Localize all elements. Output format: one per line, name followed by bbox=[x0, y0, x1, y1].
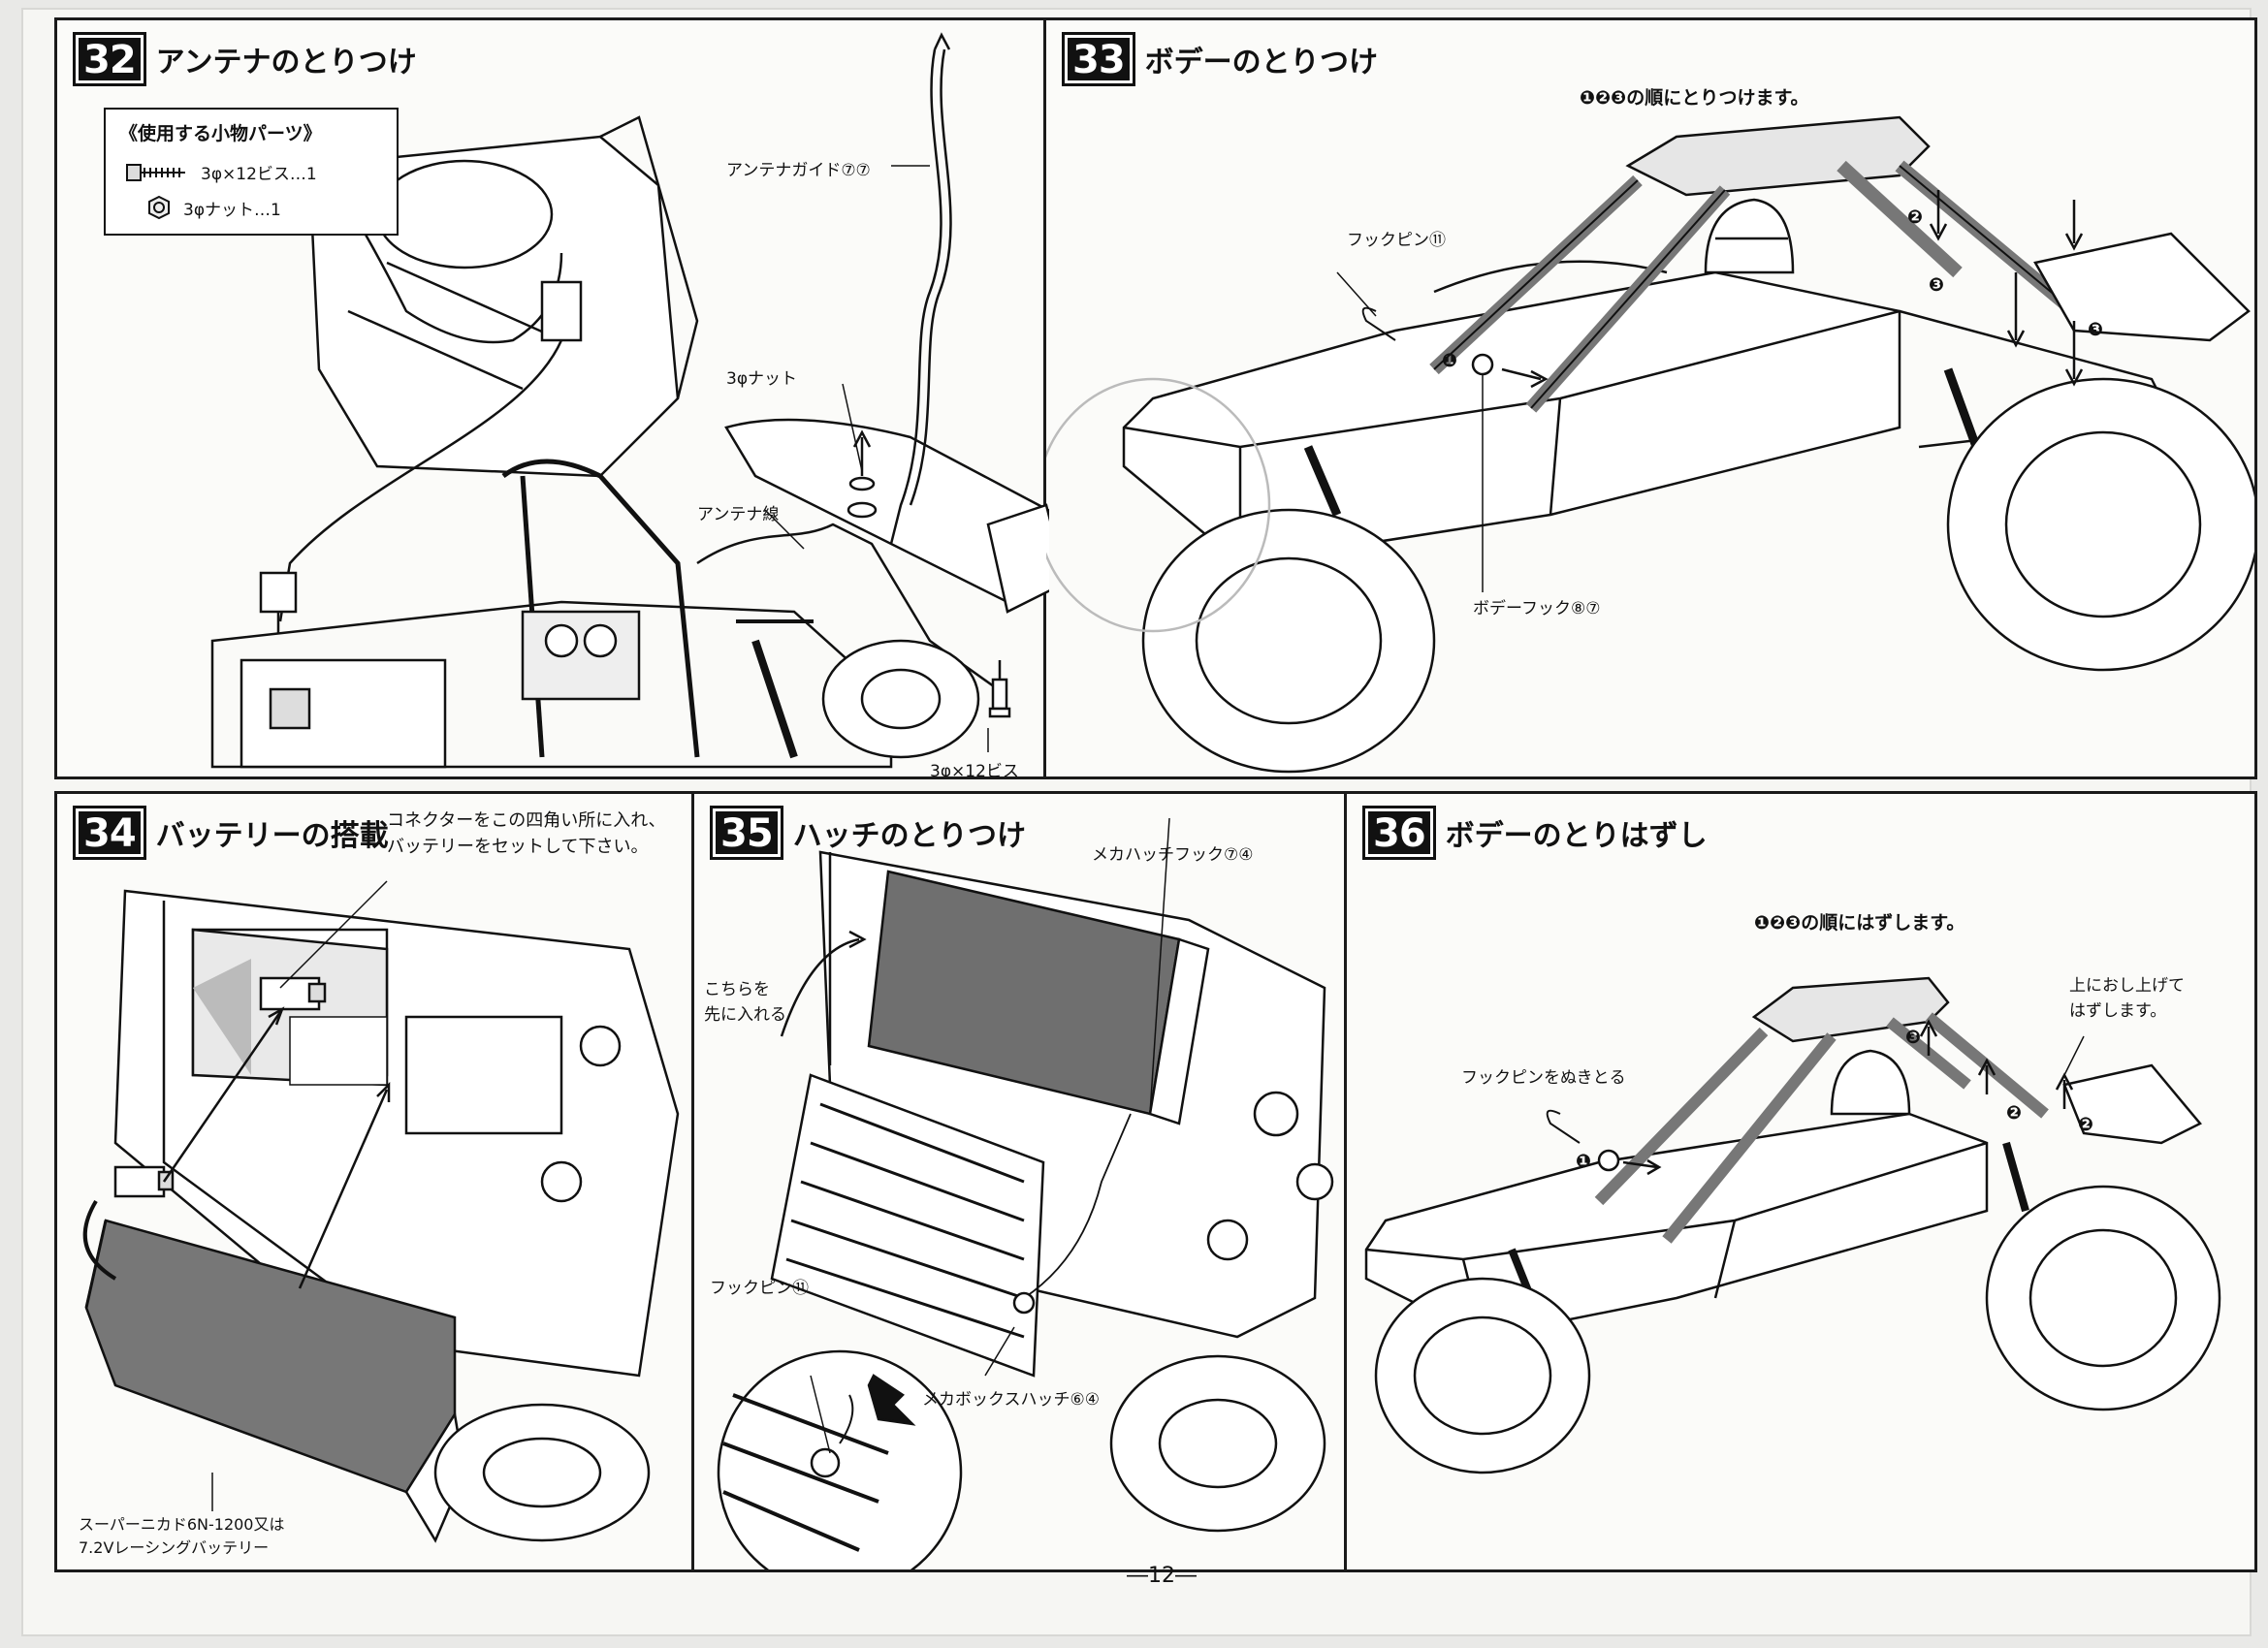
step-title: ボデーのとりつけ bbox=[1144, 46, 1378, 79]
order-instruction: ❶❷❸の順にはずします。 bbox=[1754, 912, 1965, 934]
marker-2b: ❷ bbox=[2078, 1114, 2094, 1135]
marker-1: ❶ bbox=[1442, 350, 1458, 371]
marker-3: ❸ bbox=[1905, 1027, 1922, 1048]
step-35-header: 35 ハッチのとりつけ bbox=[710, 806, 1026, 860]
parts-item-nut: 3φナット…1 bbox=[183, 200, 281, 220]
step-number-badge: 32 bbox=[73, 32, 146, 86]
battery-loading-illustration bbox=[82, 880, 680, 1543]
connector-note-line-1: コネクターをこの四角い所に入れ、 bbox=[387, 810, 666, 831]
hook-pin-label: フックピン⑪ bbox=[710, 1279, 809, 1298]
parts-item-screw: 3φ×12ビス…1 bbox=[201, 165, 317, 184]
step-34-header: 34 バッテリーの搭載 bbox=[73, 806, 389, 860]
mech-hatch-hook-label: メカハッチフック⑦④ bbox=[1092, 845, 1254, 865]
step-title: ボデーのとりはずし bbox=[1445, 819, 1708, 853]
marker-2: ❷ bbox=[1907, 206, 1924, 228]
step-35-panel: 35 ハッチのとりつけ メカハッチフック⑦④ こちらを 先に入れる フックピン⑪… bbox=[691, 791, 1353, 1572]
marker-3b: ❸ bbox=[2088, 319, 2104, 340]
parts-row-nut: 3φナット…1 bbox=[146, 195, 281, 220]
manual-page: 32 アンテナのとりつけ 《使用する小物パーツ》 3φ×12ビス…1 3φナット… bbox=[21, 8, 2257, 1636]
connector-note: コネクターをこの四角い所に入れ、 バッテリーをセットして下さい。 bbox=[387, 808, 665, 860]
step-title: アンテナのとりつけ bbox=[155, 46, 417, 79]
nut-icon bbox=[148, 195, 170, 220]
insert-first-note: こちらを 先に入れる bbox=[704, 978, 786, 1028]
body-removal-illustration bbox=[1364, 976, 2221, 1474]
screw-icon bbox=[126, 163, 185, 181]
marker-1: ❶ bbox=[1576, 1151, 1592, 1172]
lift-note: 上におし上げて はずします。 bbox=[2069, 974, 2185, 1024]
step-32-panel: 32 アンテナのとりつけ 《使用する小物パーツ》 3φ×12ビス…1 3φナット… bbox=[54, 17, 1052, 779]
parts-box-title: 《使用する小物パーツ》 bbox=[119, 123, 322, 144]
lift-note-line-2: はずします。 bbox=[2069, 1000, 2167, 1021]
mech-box-hatch-label: メカボックスハッチ⑥④ bbox=[922, 1390, 1100, 1410]
page-number: ―12― bbox=[1127, 1564, 1197, 1588]
step-36-header: 36 ボデーのとりはずし bbox=[1362, 806, 1708, 860]
antenna-guide-label: アンテナガイド⑦⑦ bbox=[726, 161, 871, 180]
step-34-panel: 34 バッテリーの搭載 コネクターをこの四角い所に入れ、 バッテリーをセットして… bbox=[54, 791, 700, 1572]
step-number-badge: 36 bbox=[1362, 806, 1436, 860]
insert-first-line-2: 先に入れる bbox=[704, 1004, 786, 1025]
battery-label: スーパーニカド6N-1200又は 7.2Vレーシングバッテリー bbox=[79, 1513, 284, 1560]
hatch-mounting-illustration bbox=[717, 817, 1334, 1569]
step-title: ハッチのとりつけ bbox=[792, 819, 1026, 853]
nut-label: 3φナット bbox=[726, 369, 798, 389]
step-number-badge: 34 bbox=[73, 806, 146, 860]
step-title: バッテリーの搭載 bbox=[155, 819, 389, 853]
step-33-panel: 33 ボデーのとりつけ ❶❷❸の順にとりつけます。 フックピン⑪ ボデーフック⑧… bbox=[1043, 17, 2257, 779]
step-36-panel: 36 ボデーのとりはずし ❶❷❸の順にはずします。 フックピンをぬきとる 上にお… bbox=[1344, 791, 2257, 1572]
hook-pin-label: フックピン⑪ bbox=[1347, 231, 1446, 250]
step-33-header: 33 ボデーのとりつけ bbox=[1062, 32, 1378, 86]
step-number-badge: 33 bbox=[1062, 32, 1135, 86]
parts-row-screw: 3φ×12ビス…1 bbox=[125, 160, 317, 184]
connector-note-line-2: バッテリーをセットして下さい。 bbox=[387, 837, 649, 857]
body-mounting-illustration bbox=[1046, 115, 2254, 774]
marker-3a: ❸ bbox=[1929, 274, 1945, 296]
order-instruction: ❶❷❸の順にとりつけます。 bbox=[1580, 87, 1809, 109]
battery-label-line-1: スーパーニカド6N-1200又は bbox=[79, 1515, 285, 1534]
lift-note-line-1: 上におし上げて bbox=[2069, 976, 2185, 996]
marker-2a: ❷ bbox=[2006, 1102, 2023, 1124]
body-hook-label: ボデーフック⑧⑦ bbox=[1473, 599, 1601, 618]
remove-pin-label: フックピンをぬきとる bbox=[1461, 1068, 1626, 1088]
step-32-header: 32 アンテナのとりつけ bbox=[73, 32, 417, 86]
step-number-badge: 35 bbox=[710, 806, 783, 860]
insert-first-line-1: こちらを bbox=[704, 980, 770, 999]
antenna-wire-label: アンテナ線 bbox=[697, 505, 780, 524]
screw-label: 3φ×12ビス bbox=[930, 762, 1019, 779]
antenna-mounting-illustration bbox=[210, 32, 1049, 769]
battery-label-line-2: 7.2Vレーシングバッテリー bbox=[79, 1538, 270, 1557]
small-parts-box: 《使用する小物パーツ》 3φ×12ビス…1 3φナット…1 bbox=[104, 108, 399, 236]
